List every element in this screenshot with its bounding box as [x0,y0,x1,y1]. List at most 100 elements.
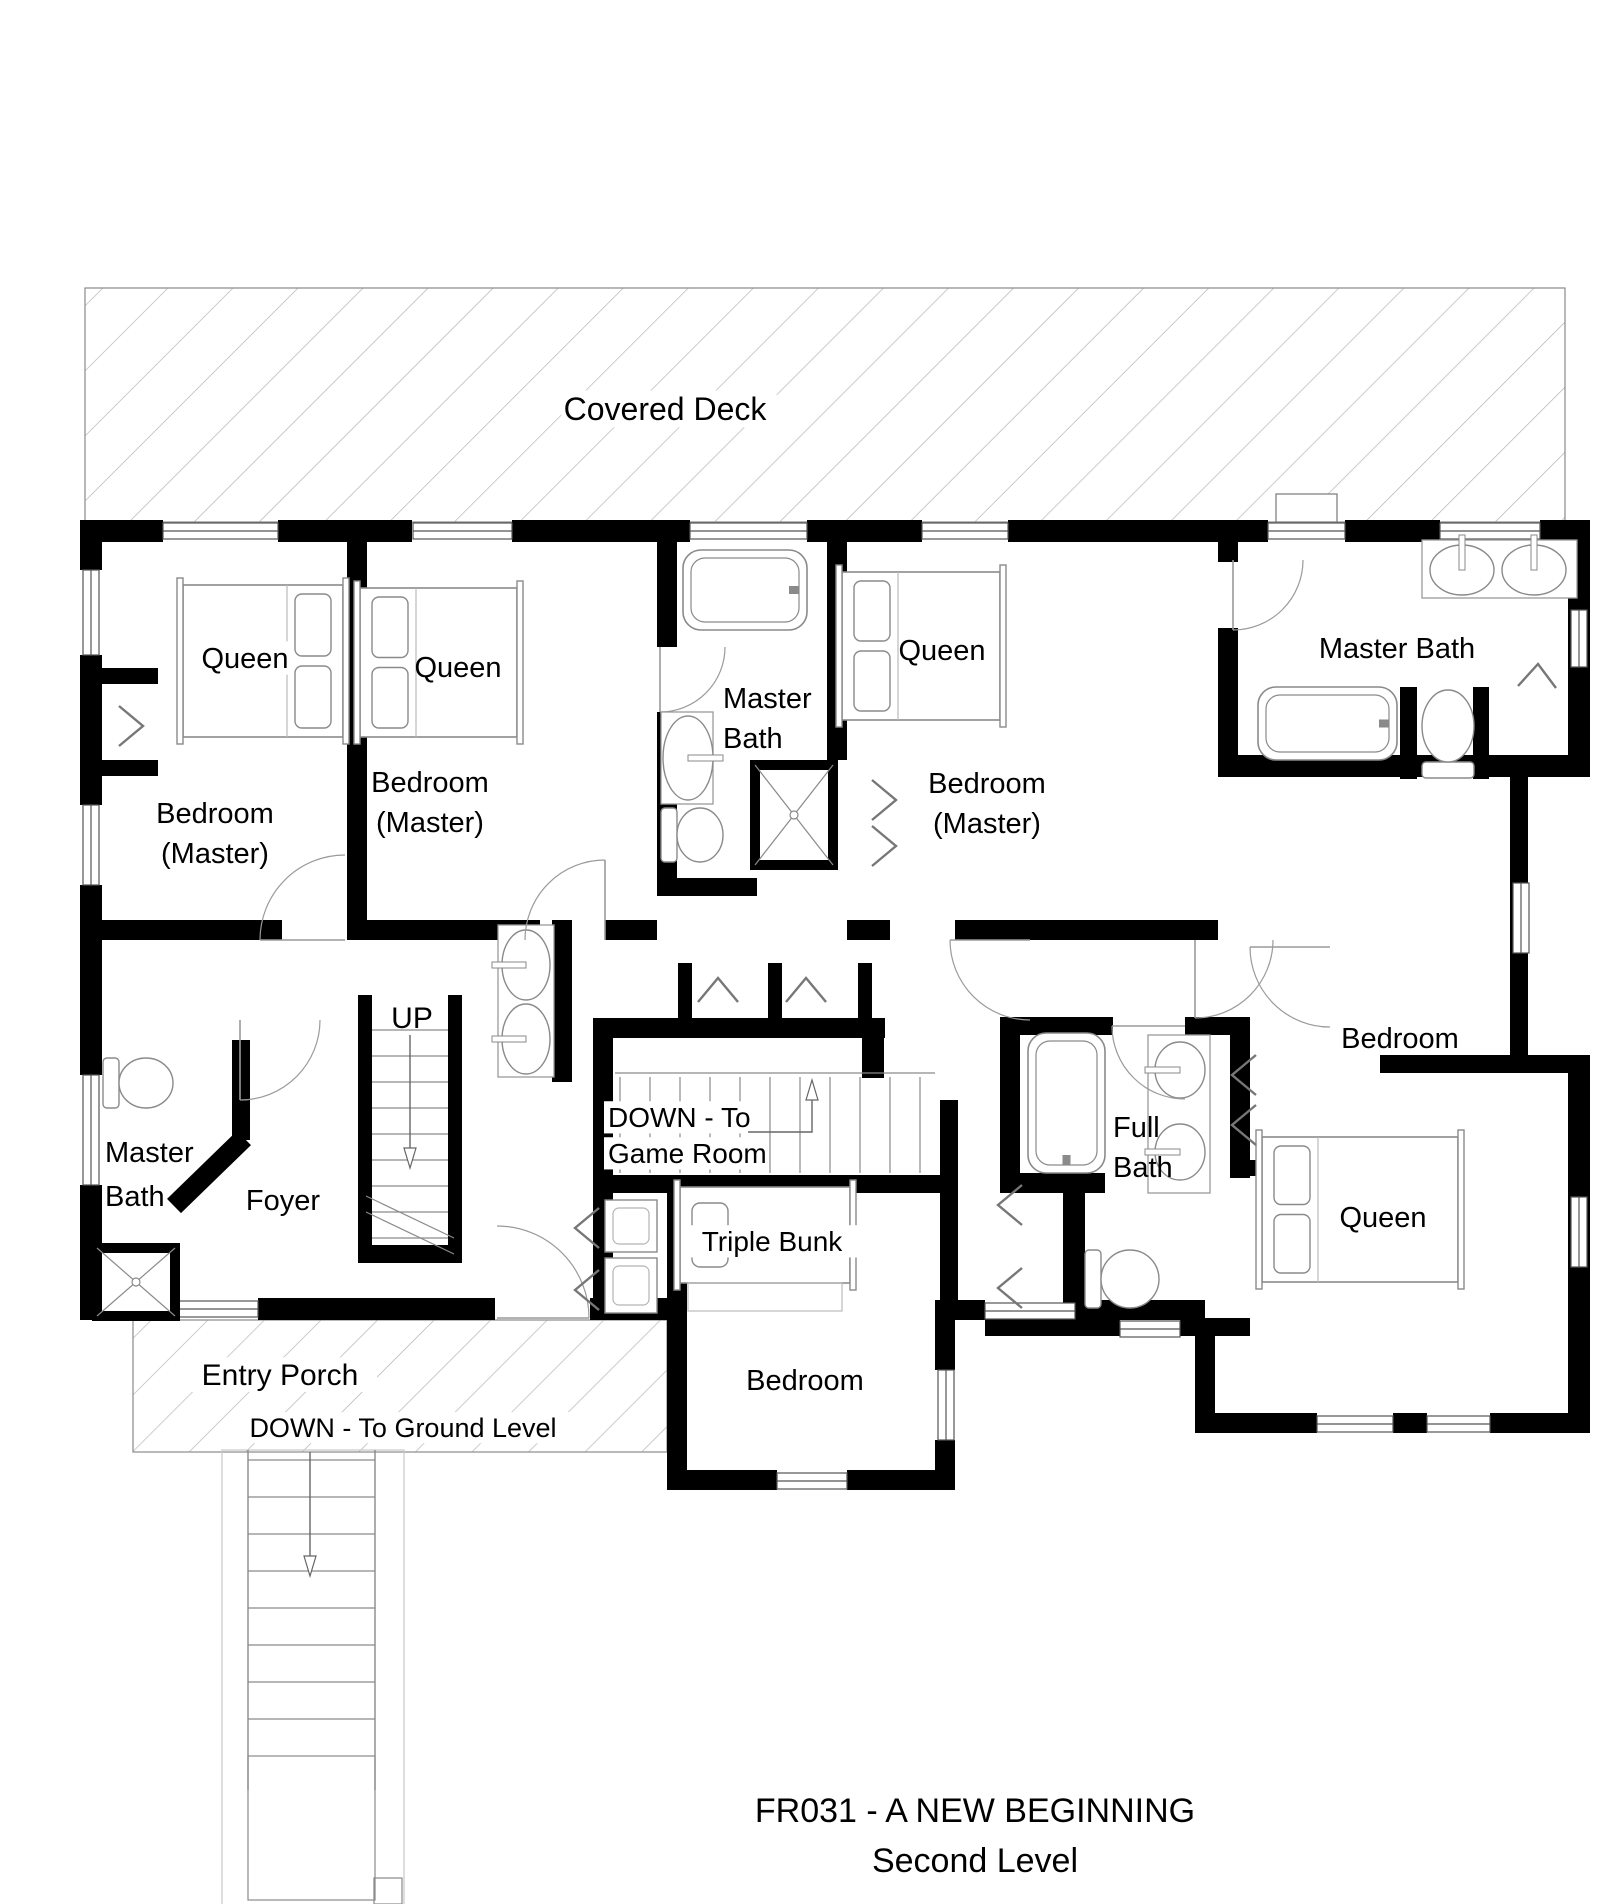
down-game-line1: DOWN - To [608,1102,751,1133]
down-game-line2: Game Room [608,1138,767,1169]
tub-center [682,549,808,631]
foyer-label: Foyer [246,1185,320,1217]
toilet-bowl [118,1057,174,1109]
door [496,1225,590,1319]
door-swing-arc [1194,939,1274,1019]
label-bg [604,1101,749,1134]
closet-door-chevron [996,1184,1023,1226]
label-bg [242,1412,572,1444]
wall [667,1470,777,1490]
pillow [1273,1145,1311,1206]
tub-full-bath [1027,1032,1106,1174]
wall [1195,1413,1317,1433]
closet-door-chevron [785,976,827,1003]
wall [1000,1017,1113,1035]
bed-rail [176,577,184,745]
wall [1000,1035,1020,1173]
bed-rail [516,580,524,745]
wall [593,1018,885,1038]
label-bg [1343,1200,1431,1234]
label-bg [604,1137,749,1170]
wall [605,920,657,940]
wall [80,542,102,570]
door [659,646,726,713]
wall [102,920,282,940]
label-bg [418,650,506,684]
toilet [1084,1249,1160,1309]
covered-deck-area [84,287,1566,523]
tub-right [1257,686,1398,761]
door [524,859,606,941]
bed-rail [835,564,843,728]
bedroom-master-3-line1: Bedroom [928,768,1046,800]
closet-door-chevron [871,825,898,867]
wall [1230,1035,1250,1178]
master-bath-left-line1: Master [105,1137,194,1169]
wall [847,920,890,940]
tub-faucet [1379,719,1389,728]
toilet [102,1057,174,1109]
sink [1501,534,1567,596]
wall [1195,1318,1215,1433]
closet-door-chevron [1517,662,1557,689]
wall [347,920,540,940]
label-bg [688,1225,864,1258]
pillow [853,650,891,712]
tub-inner [1265,694,1390,753]
wall [955,920,1218,940]
entry-porch-label: Entry Porch [202,1359,359,1392]
door-swing-arc [259,854,346,941]
direction-arrow-head [303,1555,317,1579]
door [949,939,1031,1021]
pillow [853,580,891,642]
door [1249,946,1331,1028]
queen-bed-label-3: Queen [898,635,985,667]
trundle-outline [687,1282,843,1312]
wall [1393,1413,1427,1433]
wall [768,963,782,1018]
bed-rail [342,577,350,745]
bedroom-master-3-line2: (Master) [933,808,1041,840]
wall [847,1470,955,1490]
label-bg [902,633,990,667]
wall [102,668,158,684]
wall [1490,1413,1590,1433]
queen-bed-label-1: Queen [201,643,288,675]
wall [1185,1017,1250,1035]
wall-diagonal [167,1130,251,1214]
bay-window [1275,493,1338,523]
bed-rail [999,564,1007,728]
closet-door-chevron [118,705,145,747]
door-swing-arc [1111,1025,1186,1100]
wall [1380,1055,1590,1073]
sink-faucet [1144,1066,1181,1074]
queen-bed-2 [353,580,524,745]
wall [678,963,692,1018]
closet-door-chevron [1230,1104,1257,1146]
door-swing-arc [1232,559,1304,631]
wall [1345,520,1440,542]
wall [80,520,163,542]
wall [1400,687,1417,779]
shower-drain [789,810,799,820]
door [239,1019,321,1101]
exterior-stairs [221,1449,405,1904]
shower-drain [131,1277,141,1287]
direction-arrow-head [403,1147,417,1171]
stair-landing [247,1755,376,1901]
door [1194,939,1274,1019]
plan-title-line2: Second Level [872,1842,1078,1880]
up-stairs-label: UP [391,1002,433,1035]
wall [448,995,462,1263]
bed-rail [1457,1129,1465,1290]
closet-door-chevron [573,1269,600,1311]
tub-inner [690,557,800,623]
toilet-bowl [1421,689,1475,763]
sink-faucet [1458,534,1466,571]
stair-outline [221,1449,405,1904]
closet-door-chevron [1230,1054,1257,1096]
toilet-tank [660,807,678,863]
bedroom-master-2-line1: Bedroom [371,767,489,799]
